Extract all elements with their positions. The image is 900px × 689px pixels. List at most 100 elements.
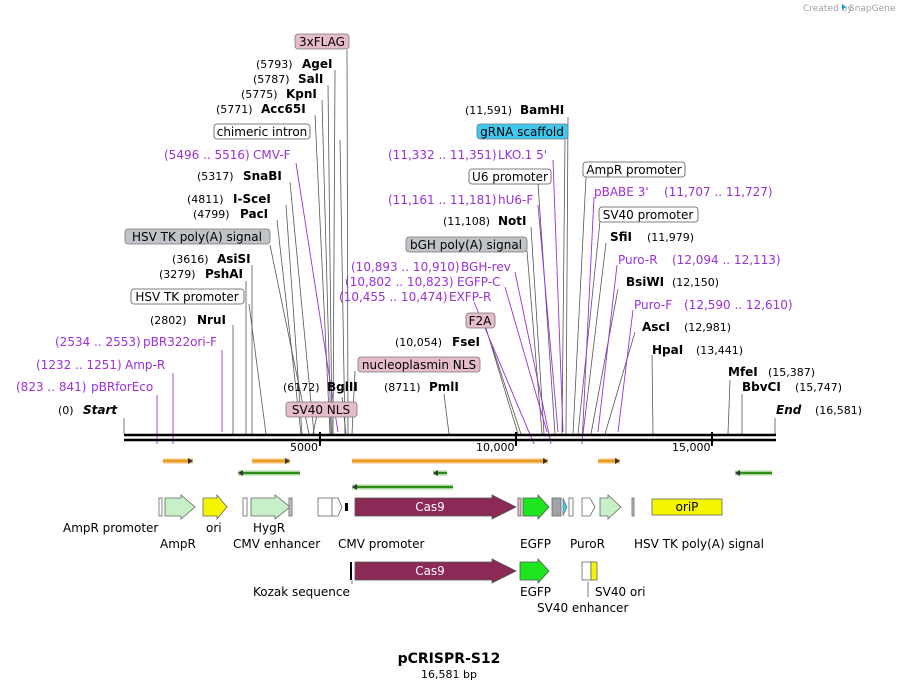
feature-u6 — [568, 497, 574, 517]
feature-track-1-labels: AmpR promoter AmpR ori HygR CMV enhancer… — [63, 521, 764, 551]
enzyme-nrui-name: NruI — [197, 313, 226, 327]
primer-purof-pos: (12,590 .. 12,610) — [684, 298, 793, 312]
enzyme-kpni-name: KpnI — [286, 87, 317, 101]
primer-pbr322ori-pos: (2534 .. 2553) — [55, 335, 141, 349]
plasmid-length: 16,581 bp — [421, 668, 477, 681]
enzyme-mfei-name: MfeI — [728, 365, 758, 379]
enzyme-iscei-name: I-SceI — [233, 192, 271, 206]
feature-kozak — [345, 503, 348, 511]
feature-track-2-labels: Kozak sequence EGFP SV40 ori SV40 enhanc… — [253, 585, 646, 615]
enzyme-bbvci-pos: (15,747) — [795, 381, 842, 394]
orf-orange-4 — [598, 458, 620, 464]
enzyme-bsiwi-name: BsiWI — [626, 275, 664, 289]
enzyme-psha-name: PshAI — [205, 267, 243, 281]
label-egfp-2: EGFP — [520, 585, 551, 599]
primer-bghrev-pos: (10,893 .. 10,910) — [351, 260, 460, 274]
enzyme-noti-pos: (11,108) — [443, 215, 490, 228]
label-hsv-polya: HSV TK poly(A) signal — [634, 537, 764, 551]
enzyme-bsiwi-pos: (12,150) — [672, 276, 719, 289]
backbone — [124, 432, 776, 446]
enzyme-sali-name: SalI — [298, 72, 323, 86]
primer-puror-name: Puro-R — [618, 253, 658, 267]
primer-connectors — [156, 159, 634, 445]
enzyme-hpai-name: HpaI — [652, 343, 683, 357]
box-grna-scaffold: gRNA scaffold — [480, 125, 564, 139]
enzyme-fsei-name: FseI — [452, 335, 480, 349]
enzyme-kpni-pos: (5775) — [241, 88, 278, 101]
enzyme-end-pos: (16,581) — [815, 404, 862, 417]
enzyme-start-pos: (0) — [58, 404, 74, 417]
orf-orange-1 — [163, 458, 193, 464]
boxed-feature-labels: 3xFLAG chimeric intron HSV TK poly(A) si… — [124, 33, 699, 418]
enzyme-acc65i-pos: (5771) — [216, 103, 253, 116]
label-sv40-ori: SV40 ori — [595, 585, 646, 599]
enzyme-pmli-pos: (8711) — [384, 381, 421, 394]
enzyme-bglii-pos: (6172) — [283, 381, 320, 394]
orf-orange-2 — [252, 458, 290, 464]
primer-hu6f-name: hU6-F — [498, 193, 533, 207]
label-cmv-enhancer: CMV enhancer — [233, 537, 320, 551]
primer-exfpr-name: EXFP-R — [449, 290, 491, 304]
feature-ampr-promoter — [158, 497, 163, 517]
label-ampr-promoter: AmpR promoter — [63, 521, 158, 535]
primer-cmvf-name: CMV-F — [253, 148, 291, 162]
feature-egfp-2 — [519, 557, 550, 585]
feature-kozak-2 — [350, 562, 352, 580]
snapgene-logo — [842, 4, 846, 10]
enzyme-bamhi-name: BamHI — [520, 103, 564, 117]
feature-ori — [202, 493, 228, 521]
label-puror: PuroR — [570, 537, 605, 551]
enzyme-pmli-name: PmlI — [429, 380, 459, 394]
orf-orange-3 — [352, 458, 548, 464]
primer-hu6f-pos: (11,161 .. 11,181) — [388, 193, 497, 207]
primer-cmvf-pos: (5496 .. 5516) — [164, 148, 250, 162]
connector-lines — [123, 49, 776, 435]
orf-green-4 — [735, 470, 772, 476]
enzyme-iscei-pos: (4811) — [187, 193, 224, 206]
feature-egfp — [522, 493, 550, 521]
box-sv40-nls: SV40 NLS — [292, 403, 350, 417]
feature-orip — [651, 498, 723, 516]
label-hygr: HygR — [253, 521, 285, 535]
enzyme-asisi-name: AsiSI — [217, 252, 251, 266]
primer-pbrforeco-name: pBRforEco — [91, 380, 153, 394]
enzyme-fsei-pos: (10,054) — [395, 336, 442, 349]
primer-ampr-name: Amp-R — [125, 358, 165, 372]
box-bgh-polya: bGH poly(A) signal — [410, 238, 522, 252]
feature-cmv-enhancer — [317, 497, 333, 517]
orf-green-1 — [238, 470, 300, 476]
primer-purof-name: Puro-F — [634, 298, 672, 312]
enzyme-agei-name: AgeI — [302, 57, 332, 71]
feature-bgh — [551, 497, 562, 517]
enzyme-asci-name: AscI — [642, 320, 670, 334]
enzyme-hpai-pos: (13,441) — [696, 344, 743, 357]
primer-lko-pos: (11,332 .. 11,351) — [388, 148, 497, 162]
box-nucleoplasmin-nls: nucleoplasmin NLS — [362, 358, 476, 372]
box-ampr-promoter: AmpR promoter — [586, 163, 681, 177]
label-cmv-promoter: CMV promoter — [338, 537, 425, 551]
box-f2a: F2A — [469, 314, 493, 328]
enzyme-sali-pos: (5787) — [253, 73, 290, 86]
primer-lko-name: LKO.1 5' — [498, 148, 547, 162]
orip-label: oriP — [676, 500, 699, 514]
box-hsv-promoter: HSV TK promoter — [135, 290, 238, 304]
enzyme-acc65i-name: Acc65I — [261, 102, 306, 116]
feature-track-2: Cas9 — [350, 557, 598, 597]
axis-tick-15000: 15,000 — [672, 441, 711, 454]
enzyme-snabi-name: SnaBI — [243, 169, 282, 183]
enzyme-sfii-pos: (11,979) — [647, 231, 694, 244]
enzyme-end-name: End — [776, 403, 802, 417]
credit-brand: SnapGene — [849, 4, 896, 14]
enzyme-noti-name: NotI — [498, 214, 527, 228]
enzyme-bbvci-name: BbvCI — [742, 380, 781, 394]
enzyme-bamhi-pos: (11,591) — [465, 104, 512, 117]
primer-egfpc-pos: (10,802 .. 10,823) — [345, 275, 454, 289]
enzyme-start-name: Start — [83, 403, 118, 417]
feature-track-1: Cas9 oriP — [158, 493, 723, 521]
enzyme-nrui-pos: (2802) — [150, 314, 187, 327]
primer-egfpc-name: EGFP-C — [457, 275, 500, 289]
enzyme-labels-left: (0) Start (2802) NruI (3279) PshAI (3616… — [58, 57, 564, 417]
cas9-label-2: Cas9 — [415, 564, 445, 578]
label-ori: ori — [206, 521, 222, 535]
label-egfp: EGFP — [520, 537, 551, 551]
